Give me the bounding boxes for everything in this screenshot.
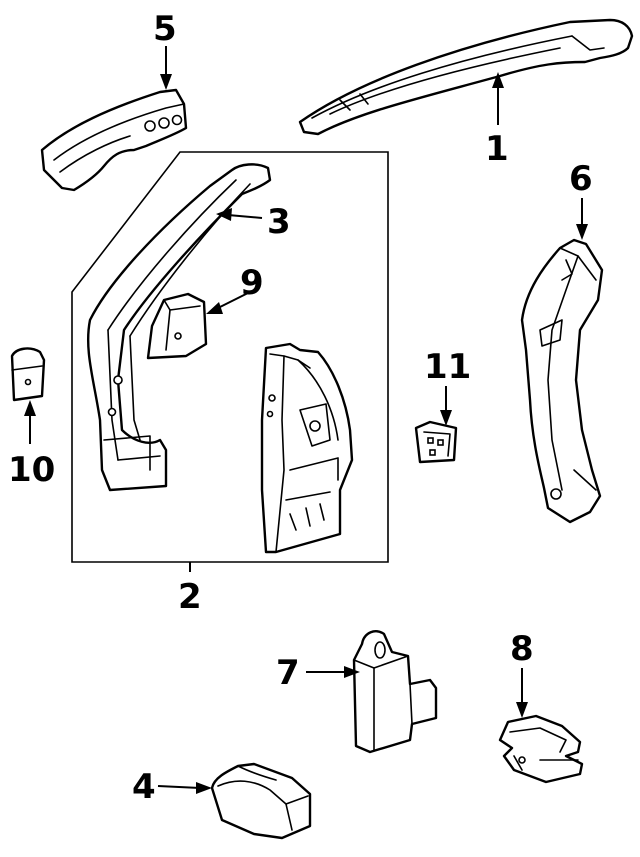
leader-6	[576, 198, 588, 240]
callout-8: 8	[510, 629, 534, 669]
part-4-base-block	[210, 762, 312, 840]
leader-9	[206, 291, 251, 314]
leader-4	[157, 782, 212, 794]
callout-7: 7	[276, 653, 300, 693]
assembly-2-group-box	[71, 151, 389, 563]
part-5-corner-bracket	[40, 88, 188, 192]
callout-3: 3	[267, 202, 291, 242]
part-11-plate	[414, 420, 458, 464]
part-9-bracket	[146, 292, 208, 360]
part-6-rear-pillar	[520, 238, 604, 524]
leader-5	[160, 46, 172, 90]
callout-4: 4	[132, 767, 156, 807]
callout-1: 1	[485, 129, 509, 169]
leader-3	[216, 208, 263, 221]
part-2-inner-panel	[260, 342, 354, 554]
part-1-roof-rail	[298, 18, 634, 136]
callout-2: 2	[178, 577, 202, 617]
callout-9: 9	[240, 263, 264, 303]
leader-11	[440, 386, 452, 426]
callout-10: 10	[8, 450, 55, 490]
callout-11: 11	[424, 347, 471, 387]
callout-5: 5	[153, 9, 177, 49]
callout-6: 6	[569, 159, 593, 199]
leader-10	[24, 400, 36, 444]
part-3-pillar	[86, 163, 272, 492]
leader-7	[306, 666, 360, 678]
part-7-post-bracket	[352, 630, 438, 754]
part-10-clip	[10, 347, 46, 402]
leader-1	[492, 72, 504, 125]
part-8-stepped-bracket	[498, 714, 584, 784]
leader-8	[516, 668, 528, 718]
